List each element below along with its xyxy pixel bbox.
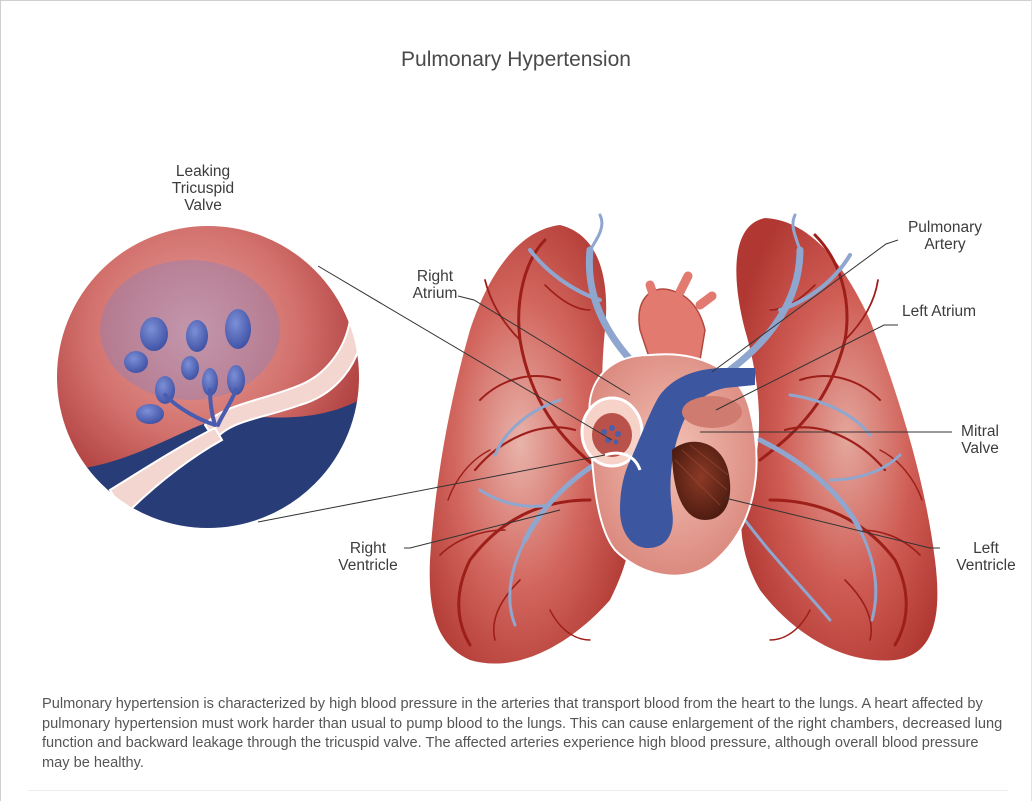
- label-pulmonary-artery: Pulmonary Artery: [893, 219, 997, 253]
- label-left-ventricle: Left Ventricle: [944, 540, 1028, 574]
- label-mitral-valve: Mitral Valve: [948, 423, 1012, 457]
- caption-divider: [28, 790, 1008, 791]
- label-right-atrium: Right Atrium: [404, 268, 466, 302]
- tricuspid-inset: [56, 225, 362, 540]
- heart: [582, 276, 757, 576]
- label-right-ventricle: Right Ventricle: [328, 540, 408, 574]
- label-leaking-tricuspid-valve: Leaking Tricuspid Valve: [157, 163, 249, 214]
- label-left-atrium: Left Atrium: [902, 303, 1012, 320]
- right-lung: [736, 218, 937, 660]
- figure-caption: Pulmonary hypertension is characterized …: [42, 695, 1007, 773]
